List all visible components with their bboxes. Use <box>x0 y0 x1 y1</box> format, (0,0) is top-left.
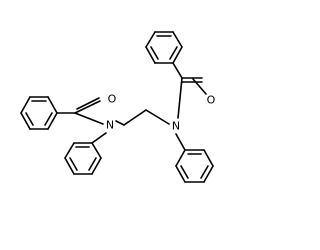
nitrogen-right-label: N <box>172 120 180 133</box>
co-bond-right <box>192 78 207 95</box>
benzoyl-ring-right <box>145 31 183 64</box>
carbonyl-right <box>172 62 203 83</box>
ethylene-bridge <box>115 109 170 126</box>
nitrogen-left-label: N <box>106 119 114 132</box>
oxygen-right-label: O <box>207 94 216 107</box>
carbonyl-left <box>56 97 101 114</box>
phenyl-ring-left <box>64 132 107 175</box>
phenyl-ring-right <box>175 133 214 183</box>
oxygen-left-label: O <box>108 93 117 106</box>
benzoyl-ring-left <box>20 96 58 130</box>
amide-bond-left <box>74 112 104 125</box>
structure-diagram: O N O N <box>20 31 216 183</box>
amide-bond-right <box>177 77 183 119</box>
